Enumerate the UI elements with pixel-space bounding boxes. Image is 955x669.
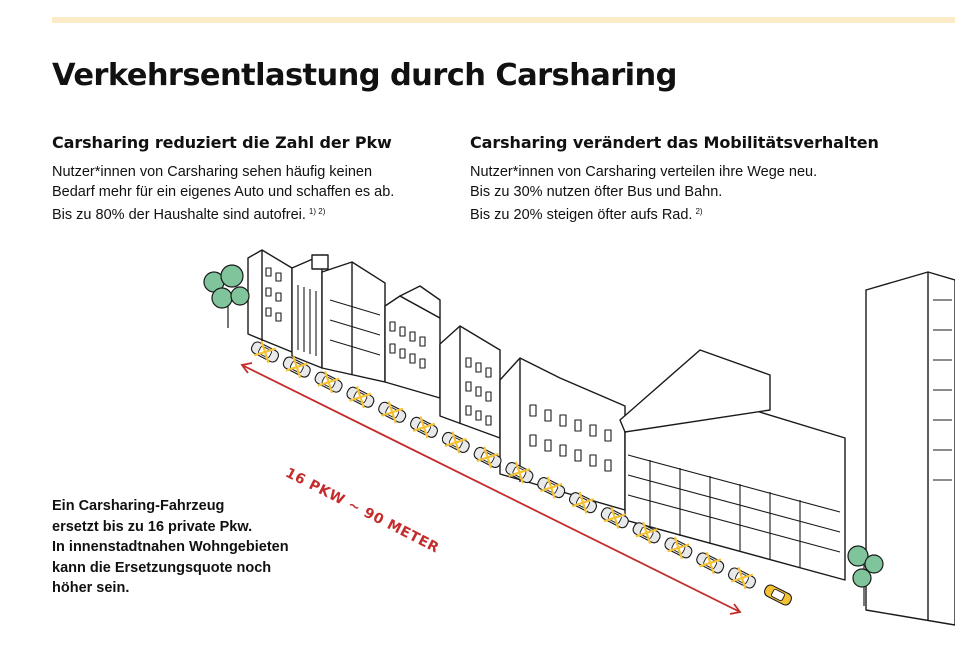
private-car-crossed-icon [664,536,693,559]
callout-line-5: höher sein. [52,580,130,596]
building-4 [384,285,441,399]
right-line-2: Bis zu 30% nutzen öfter Bus und Bahn. [470,184,723,200]
private-car-crossed-icon [346,386,375,409]
page-title: Verkehrsentlastung durch Carsharing [52,58,677,93]
left-line-1: Nutzer*innen von Carsharing sehen häufig… [52,164,373,180]
right-line-3: Bis zu 20% steigen öfter aufs Rad.2) [470,202,900,225]
right-line-1: Nutzer*innen von Carsharing verteilen ih… [470,164,818,180]
left-line-3: Bis zu 80% der Haushalte sind autofrei.1… [52,202,482,225]
top-rule [52,17,955,23]
fact-column-left: Carsharing reduziert die Zahl der Pkw Nu… [52,133,482,225]
right-heading: Carsharing verändert das Mobilitätsverha… [470,133,879,152]
left-line-2: Bedarf mehr für ein eigenes Auto und sch… [52,184,395,200]
building-2 [291,254,329,369]
private-car-crossed-icon [568,491,598,514]
right-text: Nutzer*innen von Carsharing verteilen ih… [470,162,900,225]
private-car-crossed-icon [282,355,311,379]
callout-line-3: In innenstadtnahen Wohngebieten [52,539,289,555]
right-footnote: 2) [695,207,703,216]
private-car-crossed-icon [600,506,629,529]
private-car-crossed-icon [314,371,343,394]
private-car-crossed-icon [441,431,470,454]
building-5 [439,325,501,439]
building-1 [247,249,293,353]
callout-line-4: kann die Ersetzungsquote noch [52,559,272,576]
private-car-crossed-icon [409,416,439,439]
private-car-crossed-icon [632,521,661,544]
private-car-crossed-icon [250,340,280,364]
building-3 [321,261,386,383]
right-line-3-text: Bis zu 20% steigen öfter aufs Rad. [470,207,693,223]
building-7 [619,349,846,581]
private-car-crossed-icon [537,476,566,499]
left-heading: Carsharing reduziert die Zahl der Pkw [52,133,392,152]
private-car-crossed-icon [696,551,725,575]
building-tower [865,271,955,626]
tree-right [847,545,884,606]
callout-line-2: ersetzt bis zu 16 private Pkw. [52,518,253,535]
distance-arrow [240,362,742,615]
left-line-3-text: Bis zu 80% der Haushalte sind autofrei. [52,207,306,223]
private-car-crossed-icon [378,401,407,424]
left-text: Nutzer*innen von Carsharing sehen häufig… [52,162,482,225]
tree-left [203,264,250,328]
private-car-crossed-icon [473,446,502,469]
parked-cars [250,340,793,606]
private-car-crossed-icon [505,461,534,484]
left-footnote: 1) 2) [308,207,326,216]
fact-column-right: Carsharing verändert das Mobilitätsverha… [470,133,900,225]
private-car-crossed-icon [727,566,757,590]
carsharing-car-icon [763,584,793,606]
callout-line-1: Ein Carsharing-Fahrzeug [52,498,225,514]
callout-text: Ein Carsharing-Fahrzeug ersetzt bis zu 1… [52,496,289,599]
